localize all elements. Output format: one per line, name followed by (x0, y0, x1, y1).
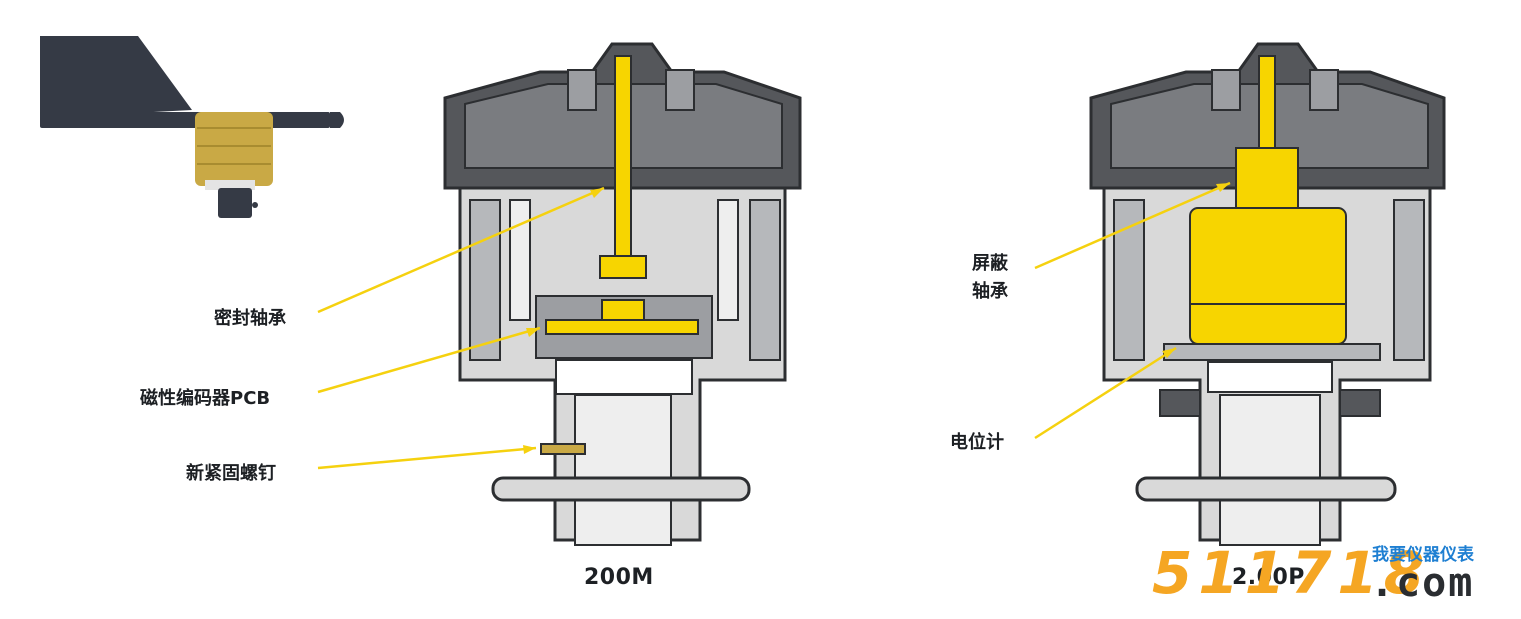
label-shielded-bearing: 屏蔽 轴承 (972, 250, 1008, 306)
watermark-site-name: 我要仪器仪表 (1372, 545, 1474, 565)
callout-line-set-screw (317, 446, 537, 470)
callout-line-potentiometer (1034, 346, 1177, 440)
label-potentiometer: 电位计 (950, 432, 1004, 453)
caption-model-200p: 2.00P (1232, 565, 1305, 590)
callout-lines (317, 181, 1231, 470)
callout-line-shielded-bearing (1034, 181, 1231, 270)
callout-line-sealed-bearing (317, 186, 605, 314)
label-shielded-bearing-line1: 屏蔽 (972, 253, 1008, 274)
caption-model-200m: 200M (584, 565, 654, 590)
label-shielded-bearing-line2: 轴承 (972, 281, 1008, 302)
label-magnetic-encoder-pcb: 磁性编码器PCB (140, 388, 271, 409)
label-sealed-bearing: 密封轴承 (214, 308, 286, 329)
callout-line-magnetic-pcb (317, 326, 541, 394)
callout-arrowheads (523, 183, 1230, 454)
sensor-200m (443, 42, 802, 546)
watermark-domain: .com (1370, 560, 1475, 606)
watermark-number: 511718 (1152, 539, 1431, 607)
sensor-200p (1089, 42, 1446, 546)
label-set-screw: 新紧固螺钉 (186, 463, 276, 484)
wind-vane-illustration (40, 36, 344, 218)
